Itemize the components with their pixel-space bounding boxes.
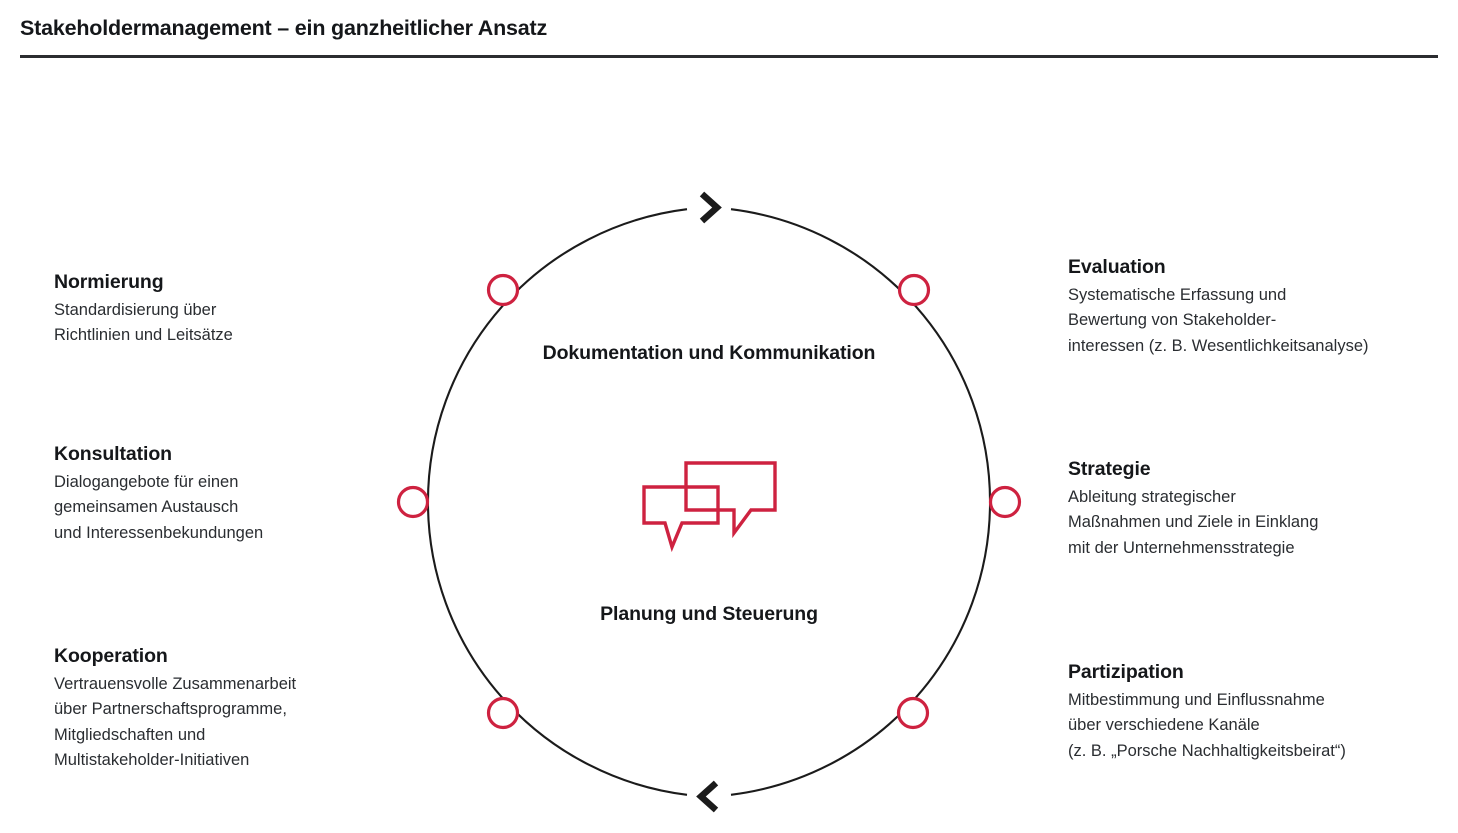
stage-normierung: Normierung Standardisierung über Richtli… [54,270,424,349]
stage-kooperation-title: Kooperation [54,645,168,667]
cycle-node-strategie [988,485,1022,519]
center-label-planning: Planung und Steuerung [600,603,818,625]
cycle-node-partizipation [896,696,930,730]
chevron-left-icon [696,780,719,813]
speech-bubbles-icon [642,461,777,553]
stage-evaluation: Evaluation Systematische Erfassung und B… [1068,255,1458,359]
stage-normierung-title: Normierung [54,271,164,293]
stage-konsultation: Konsultation Dialogangebote für einen ge… [54,442,424,546]
cycle-node-konsultation [396,485,430,519]
stage-evaluation-title: Evaluation [1068,256,1166,278]
title-divider [20,55,1438,58]
chevron-right-icon [699,191,722,224]
center-label-documentation: Dokumentation und Kommunikation [542,342,876,364]
stage-konsultation-body: Dialogangebote für einen gemeinsamen Aus… [54,473,264,542]
stage-partizipation-title: Partizipation [1068,661,1184,683]
stage-kooperation: Kooperation Vertrauensvolle Zusammenarbe… [54,644,444,773]
page-header: Stakeholdermanagement – ein ganzheitlich… [20,16,1438,42]
cycle-arc-right [730,208,992,796]
stage-konsultation-title: Konsultation [54,443,172,465]
stage-partizipation: Partizipation Mitbestimmung und Einfluss… [1068,660,1458,764]
stage-partizipation-body: Mitbestimmung und Einflussnahme über ver… [1068,691,1346,760]
stage-strategie-title: Strategie [1068,458,1151,480]
cycle-node-normierung [486,273,520,307]
stage-strategie-body: Ableitung strategischer Maßnahmen und Zi… [1068,488,1319,557]
cycle-node-evaluation [897,273,931,307]
page-title: Stakeholdermanagement – ein ganzheitlich… [20,16,548,40]
stage-kooperation-body: Vertrauensvolle Zusammenarbeit über Part… [54,675,297,769]
cycle-arc-left [426,208,688,796]
cycle-node-kooperation [486,696,520,730]
stage-strategie: Strategie Ableitung strategischer Maßnah… [1068,457,1458,561]
stage-evaluation-body: Systematische Erfassung und Bewertung vo… [1068,286,1369,355]
stage-normierung-body: Standardisierung über Richtlinien und Le… [54,301,233,345]
